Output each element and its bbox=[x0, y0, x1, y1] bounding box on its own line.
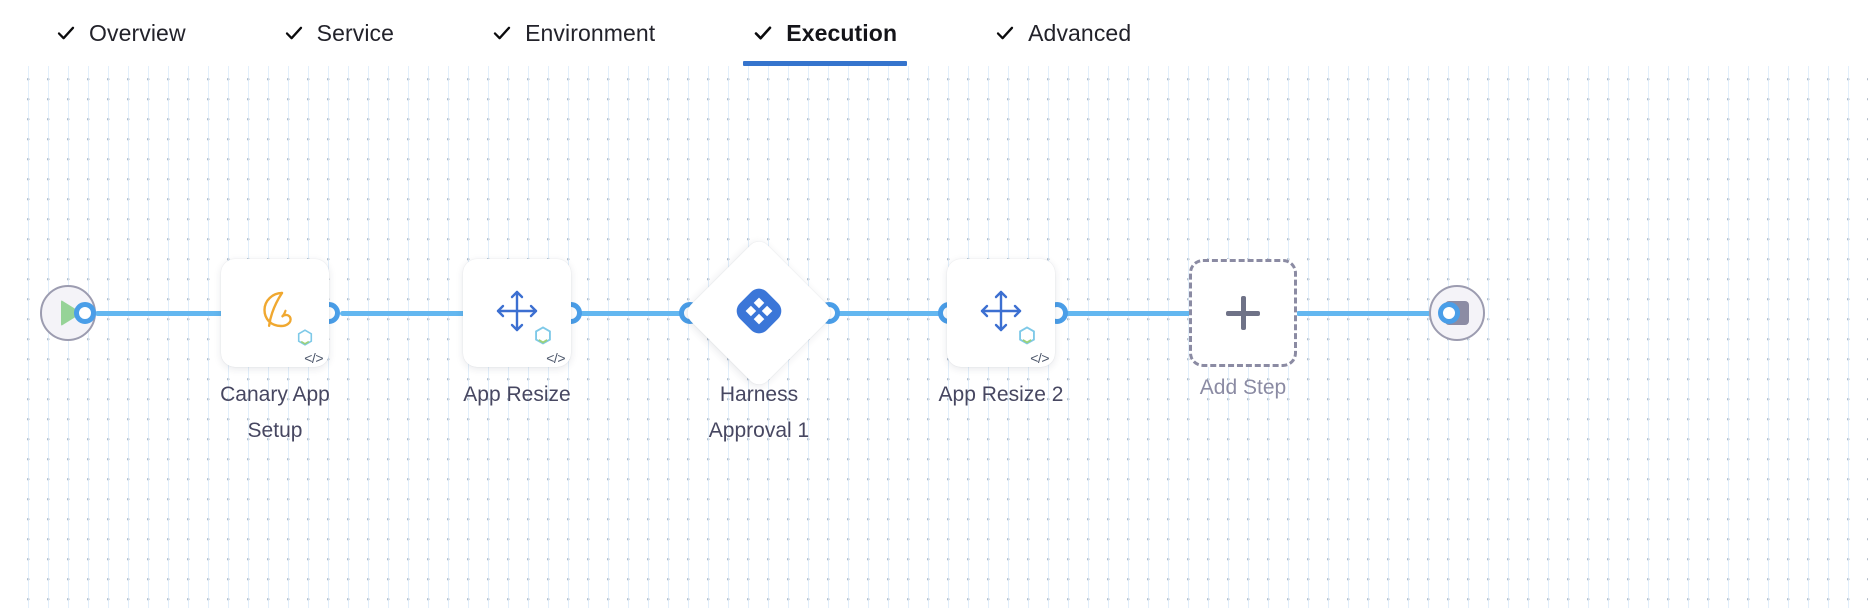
hexagon-badge-icon bbox=[532, 325, 554, 352]
tab-gap-2 bbox=[418, 0, 468, 66]
connector-line-resize2-to-addstep bbox=[1056, 311, 1204, 316]
tab-advanced[interactable]: Advanced bbox=[971, 0, 1155, 66]
tab-gap-4 bbox=[921, 0, 971, 66]
check-icon bbox=[995, 23, 1015, 43]
check-icon bbox=[284, 23, 304, 43]
code-badge-icon: </> bbox=[546, 350, 565, 366]
connector-line-canary-to-resize bbox=[340, 311, 492, 316]
step-node-app-resize-2[interactable]: </> App Resize 2 bbox=[939, 259, 1063, 406]
add-step-label: Add Step bbox=[1199, 376, 1287, 399]
step-card[interactable]: </> bbox=[221, 259, 329, 367]
pipeline-flow: </> Canary App Setup bbox=[0, 66, 1868, 608]
step-card[interactable]: </> bbox=[463, 259, 571, 367]
step-label: App Resize 2 bbox=[938, 383, 1064, 406]
tabbar-left-spacer bbox=[0, 0, 32, 66]
plus-icon bbox=[1226, 296, 1260, 330]
check-icon bbox=[56, 23, 76, 43]
connector-dot-end-in[interactable] bbox=[1438, 302, 1460, 324]
hexagon-badge-icon bbox=[1016, 325, 1038, 352]
tab-advanced-label: Advanced bbox=[1028, 19, 1132, 46]
tab-environment[interactable]: Environment bbox=[468, 0, 679, 66]
tab-overview-label: Overview bbox=[89, 19, 186, 46]
tab-overview[interactable]: Overview bbox=[32, 0, 210, 66]
connector-line-resize-to-approval bbox=[580, 311, 705, 316]
tab-gap-3 bbox=[679, 0, 729, 66]
connector-line-approval-to-resize2 bbox=[828, 311, 960, 316]
wizard-tab-bar: Overview Service Environment Execution A… bbox=[0, 0, 1868, 66]
tab-gap-1 bbox=[210, 0, 260, 66]
check-icon bbox=[753, 23, 773, 43]
step-label: Harness Approval 1 bbox=[708, 383, 810, 442]
add-step-button[interactable] bbox=[1189, 259, 1297, 367]
step-node-app-resize[interactable]: </> App Resize bbox=[463, 259, 571, 406]
code-badge-icon: </> bbox=[1030, 350, 1049, 366]
code-badge-icon: </> bbox=[304, 350, 323, 366]
connector-line-start-to-canary bbox=[95, 311, 255, 316]
step-label: Canary App Setup bbox=[220, 383, 330, 442]
resize-arrows-icon bbox=[976, 286, 1026, 341]
connector-line-addstep-to-end bbox=[1296, 311, 1448, 316]
tab-execution[interactable]: Execution bbox=[729, 0, 921, 66]
add-step-node[interactable]: Add Step bbox=[1189, 259, 1297, 399]
connector-dot-start-out[interactable] bbox=[74, 302, 96, 324]
hexagon-badge-icon bbox=[295, 328, 315, 353]
tab-service[interactable]: Service bbox=[260, 0, 418, 66]
resize-arrows-icon bbox=[492, 286, 542, 341]
tab-execution-label: Execution bbox=[786, 19, 898, 46]
pipeline-canvas[interactable]: </> Canary App Setup bbox=[0, 66, 1868, 608]
step-card[interactable]: </> bbox=[947, 259, 1055, 367]
check-icon bbox=[492, 23, 512, 43]
approval-icon-wrap bbox=[705, 259, 813, 367]
step-node-harness-approval-1[interactable]: Harness Approval 1 bbox=[682, 236, 836, 442]
canvas-left-edge bbox=[0, 66, 14, 608]
harness-logo-icon bbox=[733, 285, 785, 342]
step-label: App Resize bbox=[463, 383, 571, 406]
canary-bird-icon bbox=[249, 285, 301, 342]
tab-environment-label: Environment bbox=[525, 19, 656, 46]
step-node-canary-app-setup[interactable]: </> Canary App Setup bbox=[220, 259, 330, 442]
tab-service-label: Service bbox=[316, 19, 395, 46]
